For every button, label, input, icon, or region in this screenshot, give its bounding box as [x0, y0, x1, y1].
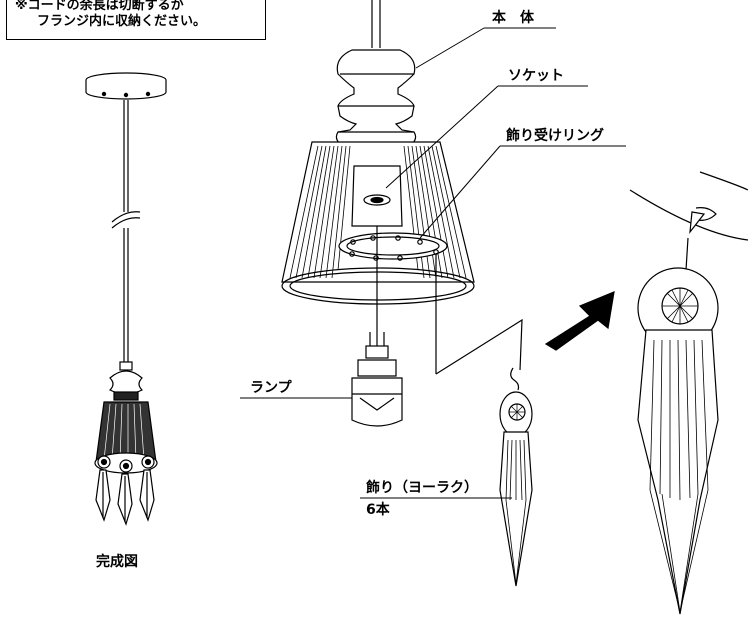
- label-completed: 完成図: [96, 554, 138, 570]
- label-ornament: 飾り（ヨーラク）: [366, 480, 478, 496]
- note-line-2: フランジ内に収納ください。: [37, 14, 207, 29]
- label-body: 本 体: [492, 10, 534, 26]
- completed-view-figure: [85, 72, 167, 526]
- note-line-1: ※コードの余長は切断するか: [15, 0, 184, 13]
- label-lamp: ランプ: [250, 380, 292, 396]
- enlarge-arrow-icon: [544, 291, 615, 351]
- exploded-view-figure: [281, 0, 533, 587]
- label-ring: 飾り受けリング: [506, 128, 604, 144]
- leader-lines: [240, 27, 626, 499]
- label-socket: ソケット: [508, 68, 564, 84]
- cord-note-box: ※コードの余長は切断するか フランジ内に収納ください。: [6, 0, 266, 40]
- label-ornament-count: 6本: [366, 502, 390, 518]
- ornament-detail-figure: [629, 171, 748, 615]
